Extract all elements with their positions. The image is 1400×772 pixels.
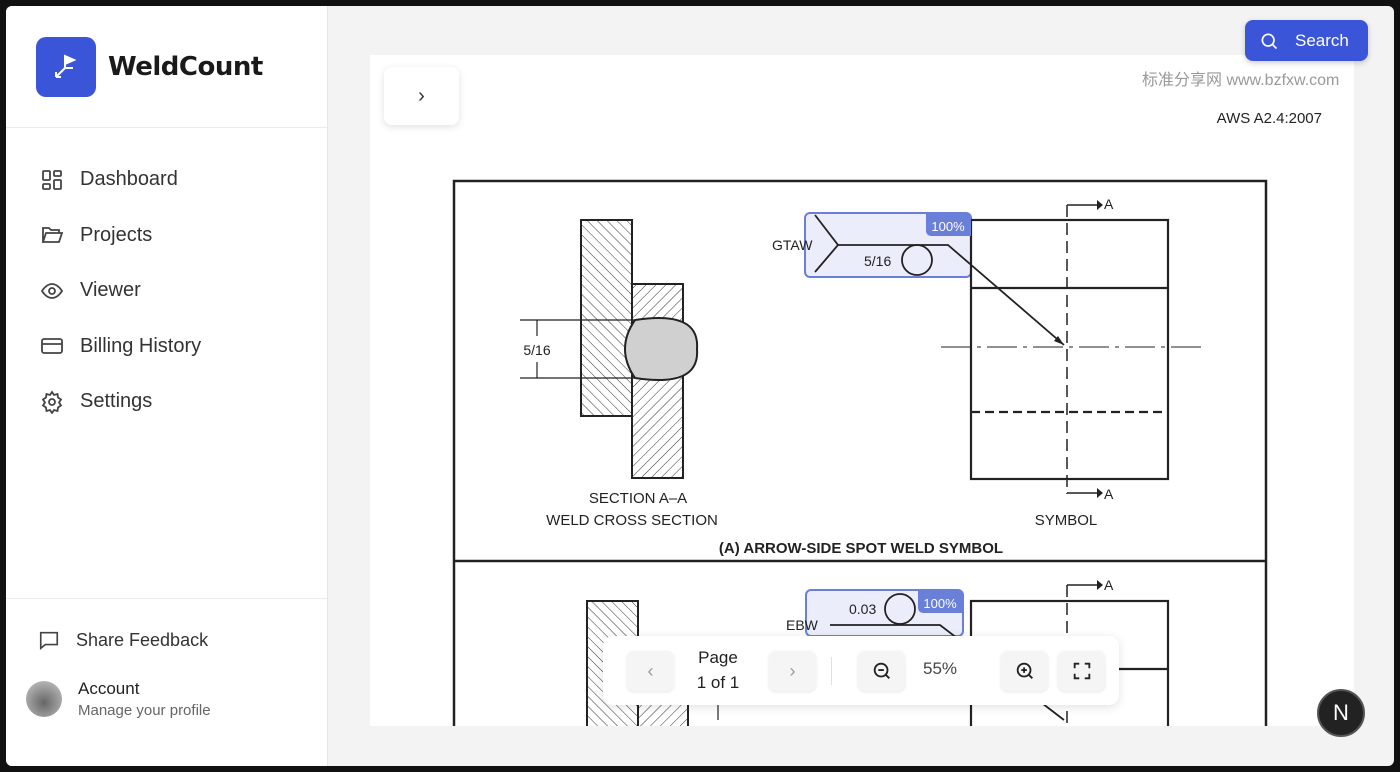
cross-section-label: WELD CROSS SECTION [546,512,718,529]
feedback-label: Share Feedback [76,629,209,650]
document-drawing: 标准分享网 www.bzfxw.com AWS A2.4:2007 5/16 S… [452,71,1339,726]
sidebar-item-label: Projects [80,223,153,246]
sidebar-item-label: Billing History [80,334,202,357]
sidebar-item-label: Settings [80,390,153,413]
avatar [26,681,62,717]
search-label: Search [1295,30,1349,50]
process-label: GTAW [772,237,813,253]
app-name: WeldCount [108,51,263,82]
credit-card-icon [41,338,63,355]
page-word: Page [698,648,738,667]
sidebar: WeldCount Dashboard Projects Viewer Bill… [6,6,328,766]
eye-icon [40,282,64,299]
symbol-label: SYMBOL [1035,512,1098,529]
dimension-label: 5/16 [523,342,550,358]
app-window: WeldCount Dashboard Projects Viewer Bill… [6,6,1394,766]
document-page [370,55,1354,726]
folder-icon [41,227,64,244]
weld-cross-section [520,219,699,479]
sidebar-item-viewer[interactable]: Viewer [6,263,327,319]
account-name: Account [78,679,140,698]
account-subtitle: Manage your profile [78,702,211,719]
zoom-in-button[interactable] [1001,651,1048,691]
grid-icon [42,169,62,190]
search-button[interactable]: Search [1245,20,1368,61]
share-feedback-button[interactable]: Share Feedback [6,599,327,651]
fullscreen-button[interactable] [1058,651,1105,691]
sidebar-item-billing-history[interactable]: Billing History [6,319,327,375]
expand-panel-button[interactable]: › [384,67,459,125]
confidence-badge-b: 100% [918,590,963,613]
gear-icon [41,390,63,414]
next-page-button[interactable]: › [769,651,816,691]
section-label: SECTION A–A [589,490,687,507]
prev-page-button[interactable]: ‹ [627,651,674,691]
figure-title: (A) ARROW-SIDE SPOT WELD SYMBOL [719,540,1003,557]
sidebar-item-label: Dashboard [80,168,178,191]
search-icon [1261,33,1278,49]
standard-number: AWS A2.4:2007 [1217,110,1322,127]
sidebar-item-label: Viewer [80,279,141,302]
chevron-left-icon: ‹ [647,660,654,681]
page-indicator: Page 1 of 1 [693,645,743,695]
page-count: 1 of 1 [696,673,740,692]
sidebar-item-projects[interactable]: Projects [6,208,327,264]
section-mark: A [1104,577,1114,593]
process-label: EBW [786,617,819,633]
badge-label: N [1333,700,1349,725]
sidebar-nav: Dashboard Projects Viewer Billing Histor… [6,128,327,430]
zoom-out-icon [873,662,890,679]
confidence-badge-a: 100% [926,213,971,236]
confidence-badge: 100% [931,219,965,234]
sidebar-item-dashboard[interactable]: Dashboard [6,152,327,208]
sidebar-item-settings[interactable]: Settings [6,374,327,430]
weld-size: 5/16 [864,253,891,269]
zoom-in-icon [1016,662,1033,679]
divider [831,657,832,685]
chevron-right-icon: › [789,660,796,681]
section-mark: A [1104,486,1114,502]
zoom-level: 55% [923,659,958,678]
brand[interactable]: WeldCount [6,6,327,128]
watermark: 标准分享网 www.bzfxw.com [1142,71,1339,89]
zoom-out-button[interactable] [858,651,905,691]
confidence-badge: 100% [923,596,957,611]
message-icon [39,631,59,650]
section-mark: A [1104,196,1114,212]
flag-arrow-icon [36,36,96,97]
weld-size: 0.03 [849,601,876,617]
fullscreen-icon [1073,662,1090,680]
viewer-toolbar: ‹ Page 1 of 1 › 55% [603,636,1119,705]
next-dev-badge[interactable]: N [1317,689,1365,737]
chevron-right-icon: › [418,84,425,107]
